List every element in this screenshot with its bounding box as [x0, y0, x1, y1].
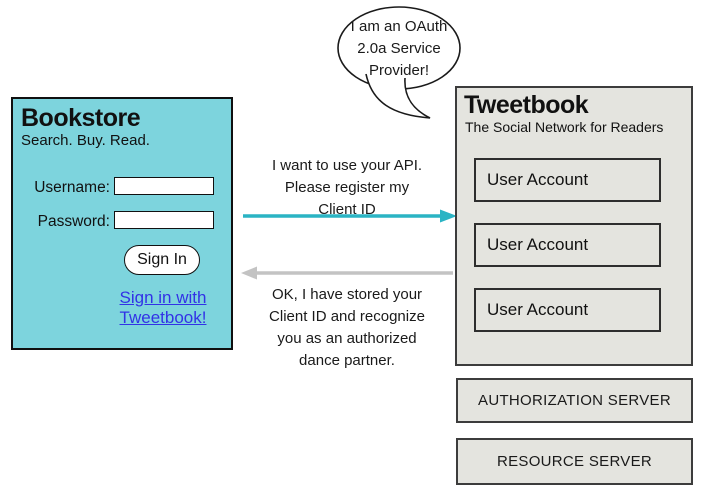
response-arrow [241, 266, 453, 280]
speech-bubble-line: Provider! [368, 62, 430, 79]
response-message-line: you as an authorized [277, 330, 417, 347]
request-message-line: Please register my [284, 179, 410, 196]
request-message-line: I want to use your API. [271, 157, 423, 174]
response-message: OK, I have stored your Client ID and rec… [240, 284, 454, 372]
bookstore-title: Bookstore [21, 104, 141, 132]
username-input[interactable] [114, 177, 214, 195]
tweetbook-panel: Tweetbook The Social Network for Readers… [455, 86, 693, 366]
bookstore-tagline: Search. Buy. Read. [21, 132, 150, 149]
speech-bubble-text: I am an OAuth 2.0a Service Provider! [337, 16, 461, 82]
request-message-line: Client ID [318, 201, 376, 218]
request-message: I want to use your API. Please register … [242, 155, 452, 221]
resource-server-box: RESOURCE SERVER [456, 438, 693, 485]
username-label: Username: [34, 179, 110, 196]
authorization-server-box: AUTHORIZATION SERVER [456, 378, 693, 423]
request-arrowhead [440, 209, 457, 223]
response-message-line: OK, I have stored your [271, 286, 423, 303]
response-message-line: Client ID and recognize [269, 308, 425, 325]
response-arrowhead [241, 266, 257, 280]
request-arrow [243, 209, 457, 223]
speech-bubble-tail [365, 73, 431, 119]
user-account-box: User Account [474, 223, 661, 267]
password-input[interactable] [114, 211, 214, 229]
tweetbook-title: Tweetbook [464, 91, 589, 119]
sign-in-with-tweetbook-link[interactable]: Sign in with Tweetbook! [119, 288, 207, 327]
speech-bubble-line: I am an OAuth [350, 18, 448, 35]
speech-bubble-line: 2.0a Service [357, 40, 441, 57]
speech-bubble [337, 6, 461, 119]
user-account-box: User Account [474, 288, 661, 332]
tweetbook-tagline: The Social Network for Readers [465, 119, 664, 135]
password-label: Password: [37, 213, 110, 230]
response-message-line: dance partner. [299, 352, 395, 369]
user-account-box: User Account [474, 158, 661, 202]
sign-in-button[interactable]: Sign In [124, 245, 200, 275]
bookstore-panel: Bookstore Search. Buy. Read. Username: P… [11, 97, 233, 350]
